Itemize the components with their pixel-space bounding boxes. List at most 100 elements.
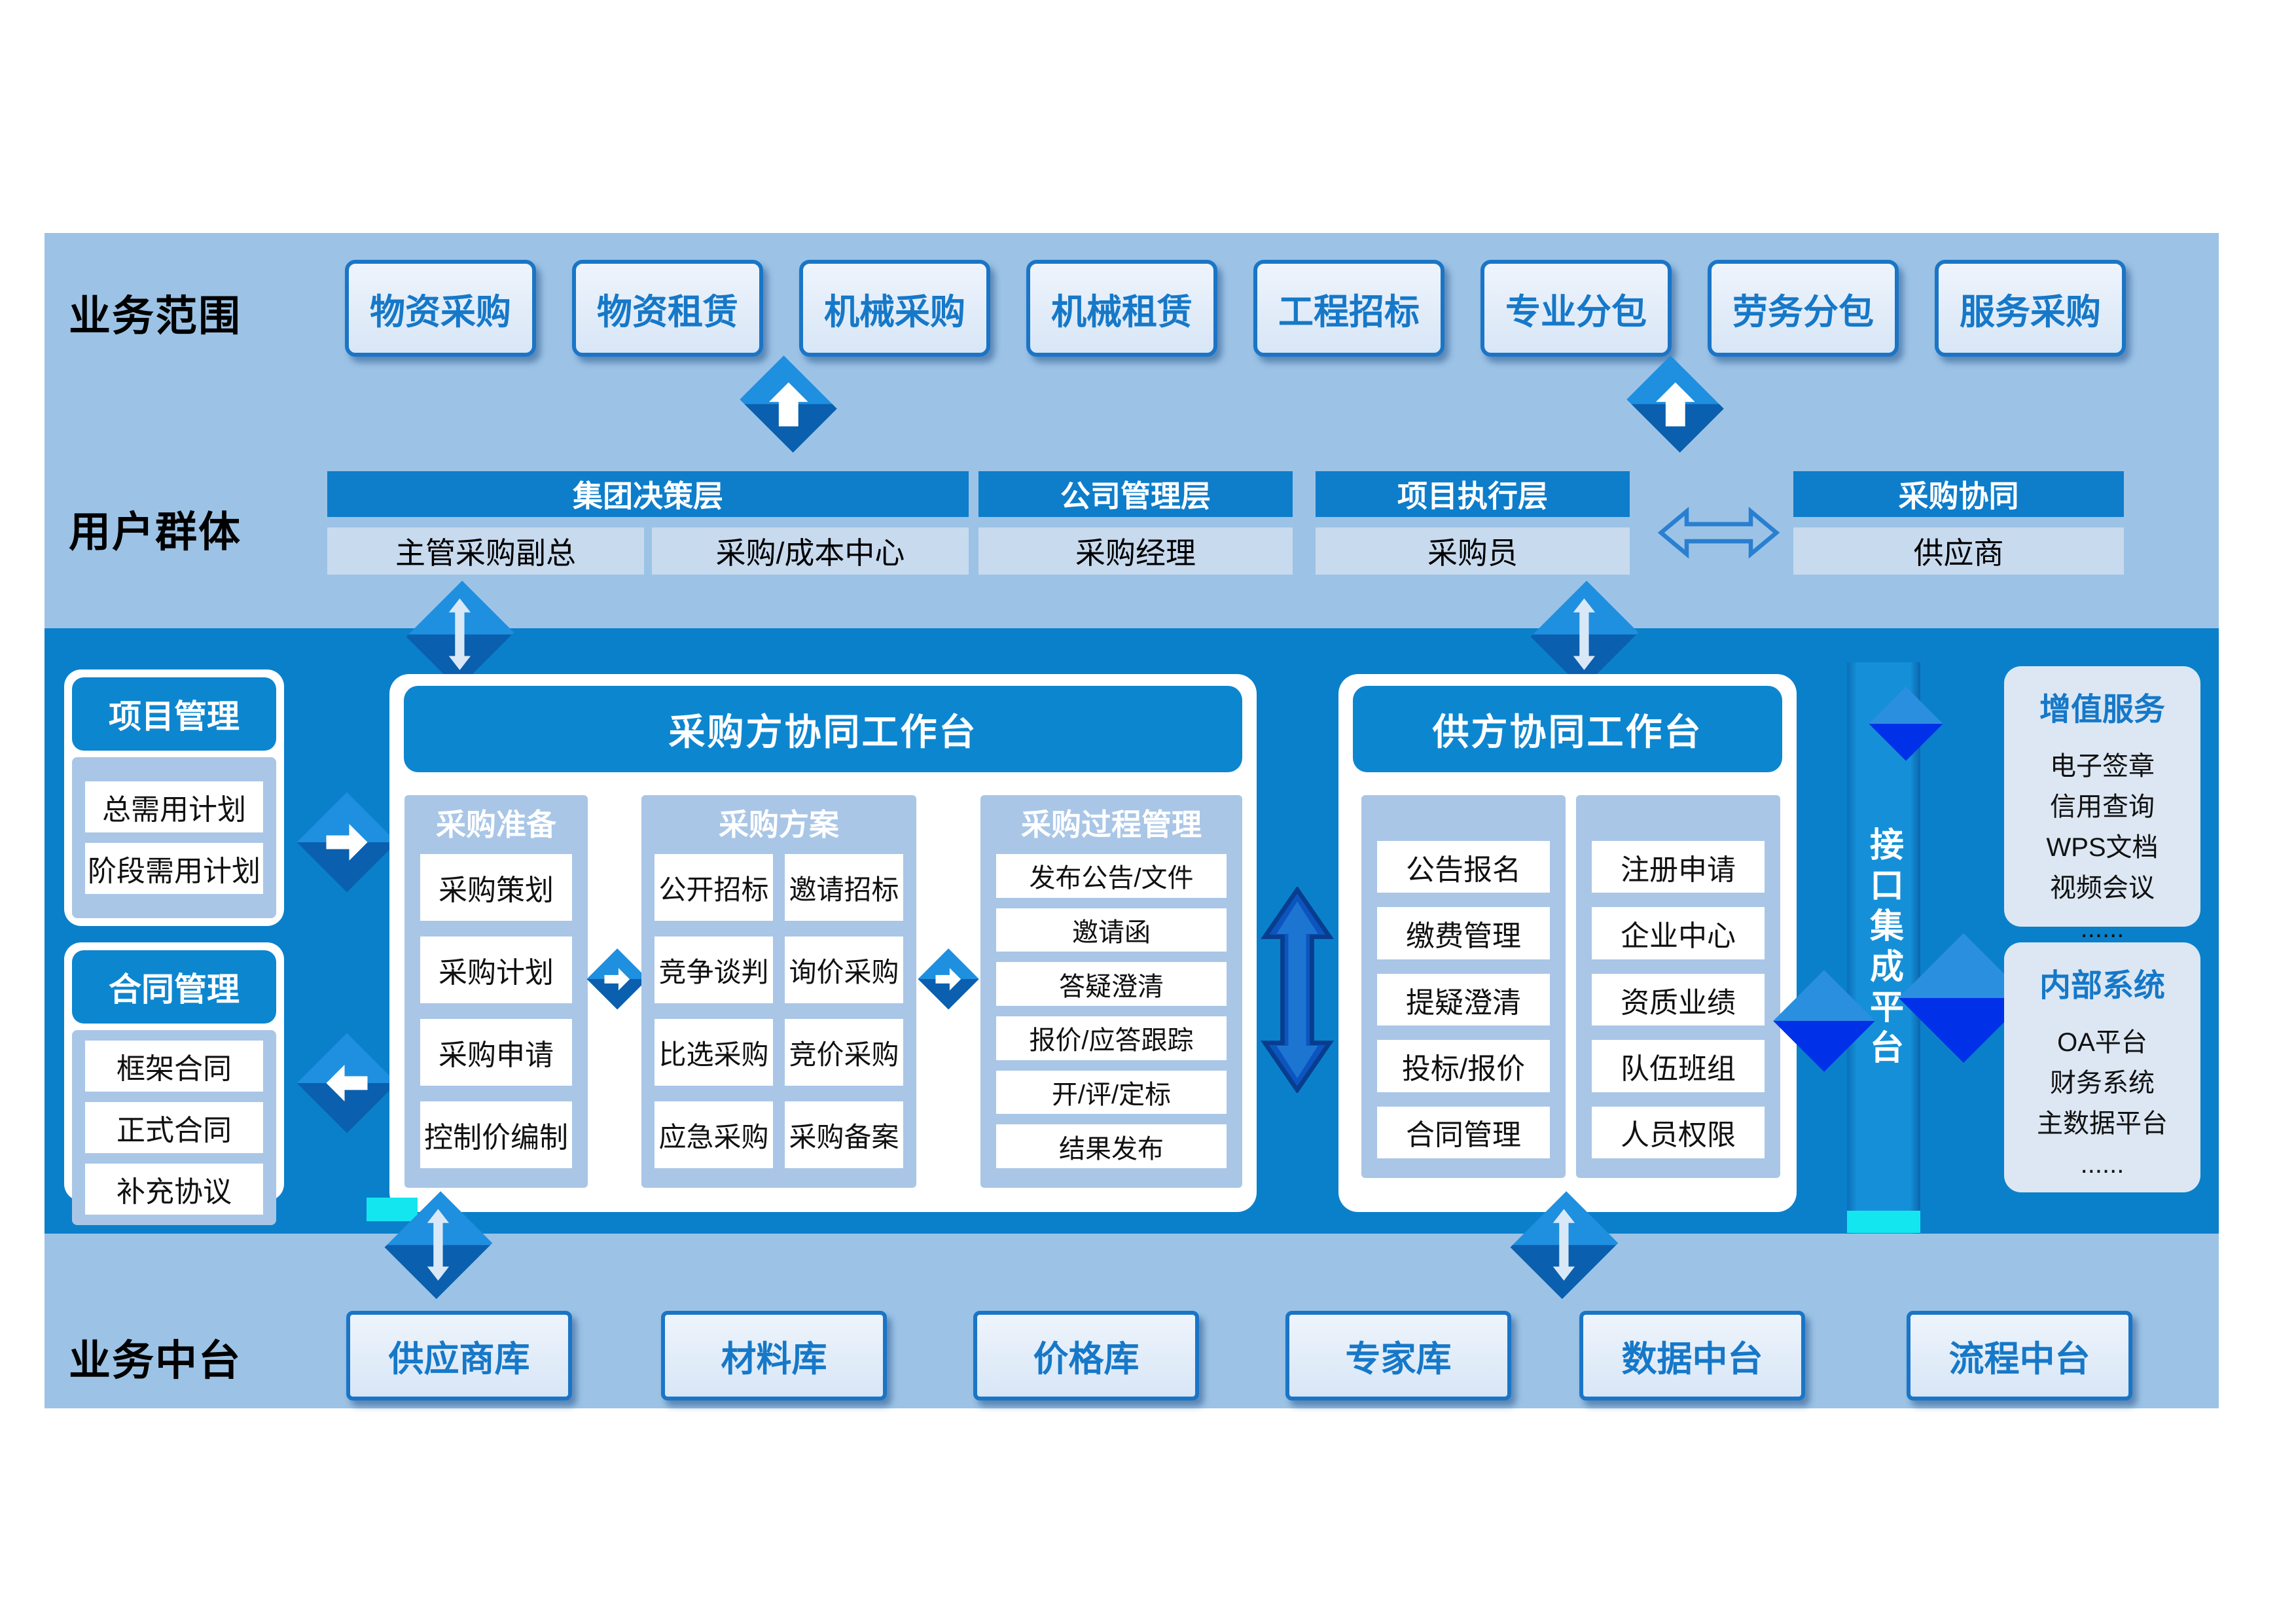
supplier-left-cells: 公告报名 缴费管理 提疑澄清 投标/报价 合同管理 — [1361, 795, 1566, 1178]
group-header-project: 项目执行层 — [1316, 471, 1630, 517]
business-platform-label: 业务中台 — [69, 1337, 242, 1384]
prep-item: 采购申请 — [420, 1019, 572, 1086]
group-member: 采购经理 — [978, 527, 1293, 575]
scheme-item: 公开招标 — [655, 854, 773, 921]
internal-systems-box: 内部系统 OA平台 财务系统 主数据平台 ...... — [2004, 942, 2200, 1192]
platform-chip-expert-db: 专家库 — [1285, 1311, 1511, 1400]
left-arrow-icon — [296, 1033, 397, 1133]
project-management-box: 项目管理 总需用计划 阶段需用计划 — [64, 669, 284, 926]
scope-chip-service-purchase: 服务采购 — [1935, 260, 2126, 357]
supplier-workbench: 供方协同工作台 公告报名 缴费管理 提疑澄清 投标/报价 合同管理 注册申请 企… — [1338, 674, 1797, 1212]
contract-management-header: 合同管理 — [72, 950, 276, 1024]
integration-platform-bar: 接口集成平台 — [1847, 662, 1920, 1234]
project-management-body: 总需用计划 阶段需用计划 — [72, 757, 276, 918]
purchase-prep-cells: 采购策划 采购计划 采购申请 控制价编制 — [404, 850, 588, 1188]
contract-item: 正式合同 — [85, 1102, 263, 1153]
purchaser-workbench-title: 采购方协同工作台 — [404, 686, 1242, 772]
scope-chip-machine-purchase: 机械采购 — [799, 260, 990, 357]
value-added-item: WPS文档 — [2046, 833, 2159, 862]
process-item: 答疑澄清 — [996, 962, 1227, 1007]
supplier-item: 投标/报价 — [1377, 1040, 1550, 1092]
decor-cyan-strip — [367, 1198, 418, 1221]
group-header-decision: 集团决策层 — [327, 471, 969, 517]
internal-system-item: ...... — [2080, 1150, 2125, 1179]
internal-system-item: 财务系统 — [2050, 1069, 2155, 1097]
scope-chip-labor-subcontract: 劳务分包 — [1708, 260, 1899, 357]
plan-item: 阶段需用计划 — [85, 843, 263, 894]
supplier-item: 企业中心 — [1592, 907, 1765, 959]
scheme-item: 询价采购 — [785, 936, 903, 1003]
user-groups-label: 用户群体 — [69, 508, 242, 556]
contract-item: 框架合同 — [85, 1041, 263, 1092]
scheme-item: 邀请招标 — [785, 854, 903, 921]
scope-chip-material-purchase: 物资采购 — [345, 260, 536, 357]
contract-item: 补充协议 — [85, 1164, 263, 1215]
value-added-item: 电子签章 — [2050, 752, 2155, 781]
supplier-item: 合同管理 — [1377, 1106, 1550, 1159]
purchase-prep-panel: 采购准备 采购策划 采购计划 采购申请 控制价编制 — [404, 795, 588, 1188]
process-item: 发布公告/文件 — [996, 854, 1227, 898]
platform-chip-price-db: 价格库 — [973, 1311, 1199, 1400]
scope-chip-material-lease: 物资租赁 — [572, 260, 763, 357]
value-added-services-box: 增值服务 电子签章 信用查询 WPS文档 视频会议 ...... — [2004, 666, 2200, 943]
project-management-header: 项目管理 — [72, 677, 276, 751]
process-item: 邀请函 — [996, 908, 1227, 952]
decor-cyan-strip — [1847, 1211, 1920, 1233]
prep-item: 采购策划 — [420, 854, 572, 921]
group-header-collab: 采购协同 — [1793, 471, 2124, 517]
scheme-item: 竞争谈判 — [655, 936, 773, 1003]
double-arrow-vertical-icon — [1261, 887, 1334, 1093]
process-item: 结果发布 — [996, 1124, 1227, 1169]
double-arrow-horizontal-icon — [1657, 507, 1780, 559]
purchase-scheme-cells: 公开招标 邀请招标 竞争谈判 询价采购 比选采购 竞价采购 应急采购 采购备案 — [641, 850, 916, 1188]
supplier-item: 缴费管理 — [1377, 907, 1550, 959]
plan-item: 总需用计划 — [85, 781, 263, 832]
platform-chip-data-platform: 数据中台 — [1579, 1311, 1805, 1400]
value-added-title: 增值服务 — [2039, 692, 2165, 727]
supplier-right-cells: 注册申请 企业中心 资质业绩 队伍班组 人员权限 — [1576, 795, 1780, 1178]
scope-chip-machine-lease: 机械租赁 — [1026, 260, 1217, 357]
purchase-scheme-header: 采购方案 — [719, 808, 839, 842]
purchaser-workbench: 采购方协同工作台 采购准备 采购策划 采购计划 采购申请 控制价编制 采购方案 … — [389, 674, 1257, 1212]
purchase-process-header: 采购过程管理 — [1021, 808, 1202, 842]
scheme-item: 应急采购 — [655, 1101, 773, 1168]
double-arrow-vertical-icon — [384, 1190, 492, 1300]
scheme-item: 竞价采购 — [785, 1019, 903, 1086]
group-header-company: 公司管理层 — [978, 471, 1293, 517]
platform-chip-material-db: 材料库 — [661, 1311, 887, 1400]
double-arrow-vertical-icon — [1510, 1190, 1618, 1300]
contract-management-body: 框架合同 正式合同 补充协议 — [72, 1030, 276, 1225]
supplier-item: 注册申请 — [1592, 841, 1765, 893]
process-item: 开/评/定标 — [996, 1070, 1227, 1115]
prep-item: 采购计划 — [420, 936, 572, 1003]
group-member: 供应商 — [1793, 527, 2124, 575]
scope-chip-professional-subcontract: 专业分包 — [1480, 260, 1672, 357]
group-member: 主管采购副总 — [327, 527, 644, 575]
group-member: 采购员 — [1316, 527, 1630, 575]
prep-item: 控制价编制 — [420, 1101, 572, 1168]
up-arrow-icon — [736, 355, 841, 454]
contract-management-box: 合同管理 框架合同 正式合同 补充协议 — [64, 942, 284, 1225]
supplier-panel-left: 公告报名 缴费管理 提疑澄清 投标/报价 合同管理 — [1361, 795, 1566, 1178]
supplier-item: 队伍班组 — [1592, 1040, 1765, 1092]
scheme-item: 比选采购 — [655, 1019, 773, 1086]
value-added-item: 信用查询 — [2050, 793, 2155, 821]
double-arrow-vertical-icon — [406, 579, 514, 689]
process-item: 报价/应答跟踪 — [996, 1016, 1227, 1060]
purchase-prep-header: 采购准备 — [436, 808, 556, 842]
value-added-item: ...... — [2080, 914, 2125, 943]
purchase-process-panel: 采购过程管理 发布公告/文件 邀请函 答疑澄清 报价/应答跟踪 开/评/定标 结… — [980, 795, 1242, 1188]
group-member: 采购/成本中心 — [652, 527, 969, 575]
supplier-item: 提疑澄清 — [1377, 973, 1550, 1026]
double-arrow-vertical-icon — [1530, 579, 1638, 689]
purchase-process-cells: 发布公告/文件 邀请函 答疑澄清 报价/应答跟踪 开/评/定标 结果发布 — [980, 850, 1242, 1188]
right-arrow-icon — [296, 792, 397, 893]
supplier-workbench-title: 供方协同工作台 — [1353, 686, 1782, 772]
integration-platform-label: 接口集成平台 — [1864, 826, 1903, 1070]
internal-system-item: OA平台 — [2057, 1028, 2147, 1057]
supplier-item: 公告报名 — [1377, 841, 1550, 893]
supplier-item: 人员权限 — [1592, 1106, 1765, 1159]
internal-system-item: 主数据平台 — [2037, 1109, 2168, 1138]
internal-systems-title: 内部系统 — [2039, 969, 2165, 1003]
